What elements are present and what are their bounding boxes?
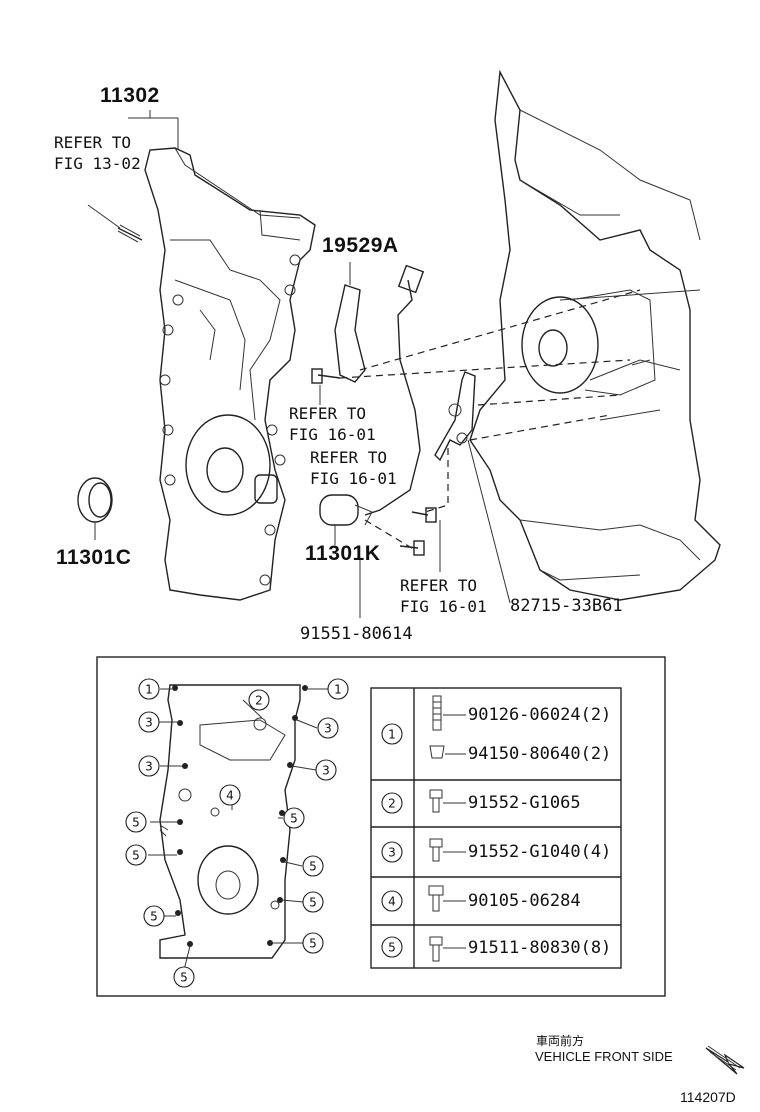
part-number-91551-80614: 91551-80614 — [300, 624, 413, 644]
callout-number: 3 — [145, 716, 153, 730]
vehicle-front-side: VEHICLE FRONT SIDE — [535, 1049, 673, 1064]
part-number-19529a: 19529A — [322, 234, 399, 257]
table-key-circle — [381, 890, 403, 912]
table-key-number: 2 — [388, 797, 396, 811]
callout-number: 5 — [180, 971, 188, 985]
callout-circle — [138, 678, 160, 700]
callout-circle — [125, 811, 147, 833]
callout-number: 5 — [309, 937, 317, 951]
callout-number: 5 — [309, 860, 317, 874]
callout-circle — [219, 784, 241, 806]
part-number-11302: 11302 — [100, 84, 160, 107]
callout-number: 3 — [324, 722, 332, 736]
table-key-number: 3 — [388, 846, 396, 860]
callout-circle — [173, 966, 195, 988]
callout-number: 5 — [132, 849, 140, 863]
refer-to-fig-16-01-a: REFER TO FIG 16-01 — [289, 404, 376, 444]
callout-number: 1 — [334, 683, 342, 697]
bolt-callout-circles: 1 1 2 3 3 3 3 4 5 5 5 5 5 5 5 5 1 2 3 4 5 — [125, 678, 403, 988]
table-key-circle — [381, 841, 403, 863]
table-part-90126-06024: 90126-06024(2) — [468, 705, 612, 725]
callout-number: 1 — [145, 683, 153, 697]
callout-number: 3 — [322, 764, 330, 778]
refer-to-fig-13-02: REFER TO FIG 13-02 — [54, 133, 141, 173]
callout-circle — [302, 932, 324, 954]
refer-to-fig-16-01-b: REFER TO FIG 16-01 — [310, 448, 397, 488]
table-key-circle — [381, 936, 403, 958]
part-number-11301c: 11301C — [56, 546, 132, 569]
table-part-91552-g1065: 91552-G1065 — [468, 793, 581, 813]
callout-circle — [143, 905, 165, 927]
table-key-number: 4 — [388, 895, 396, 909]
callout-number: 5 — [132, 816, 140, 830]
table-key-circle — [381, 792, 403, 814]
callout-circle — [302, 855, 324, 877]
callout-number: 4 — [226, 789, 234, 803]
callout-circle — [315, 759, 337, 781]
table-part-90105-06284: 90105-06284 — [468, 891, 581, 911]
table-key-number: 5 — [388, 941, 396, 955]
callout-circle — [138, 711, 160, 733]
callout-number: 5 — [309, 896, 317, 910]
callout-circle — [138, 755, 160, 777]
callout-number: 5 — [150, 910, 158, 924]
callout-number: 3 — [145, 760, 153, 774]
refer-to-fig-16-01-c: REFER TO FIG 16-01 — [400, 576, 487, 616]
table-part-91552-g1040: 91552-G1040(4) — [468, 842, 612, 862]
callout-circle — [125, 844, 147, 866]
callout-circle — [248, 689, 270, 711]
vehicle-front-jp: 車両前方 — [536, 1034, 585, 1048]
callout-number: 5 — [290, 812, 298, 826]
table-part-91511-80830: 91511-80830(8) — [468, 938, 612, 958]
callout-circle — [283, 807, 305, 829]
part-number-11301k: 11301K — [305, 542, 381, 565]
table-part-94150-80640: 94150-80640(2) — [468, 744, 612, 764]
illustration-code: 114207D — [680, 1089, 736, 1105]
callout-circle — [317, 717, 339, 739]
table-key-number: 1 — [388, 728, 396, 742]
part-number-82715-33b61: 82715-33B61 — [510, 596, 623, 616]
table-key-circle — [381, 723, 403, 745]
callout-number: 2 — [255, 694, 263, 708]
callout-circle — [302, 891, 324, 913]
callout-circle — [327, 678, 349, 700]
